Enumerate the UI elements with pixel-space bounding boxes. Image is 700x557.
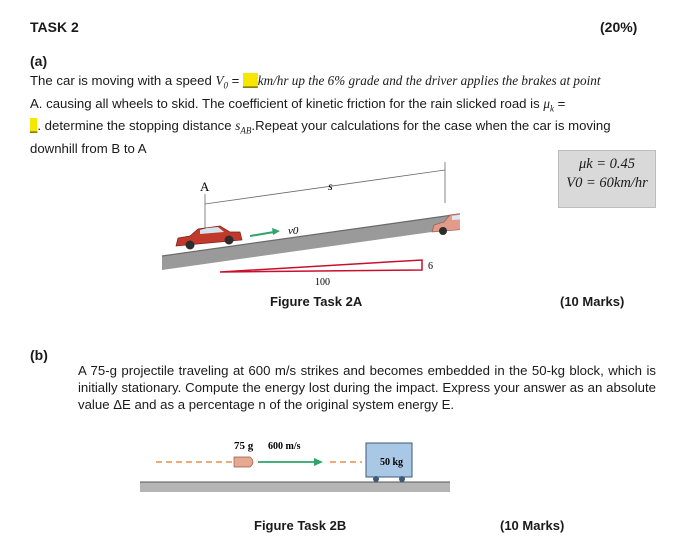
figure-task-2b: 75 g 600 m/s 50 kg <box>140 440 450 492</box>
block <box>365 442 413 478</box>
text-fragment: .Repeat your calculations for the case w… <box>251 118 611 134</box>
part-b-label: (b) <box>30 347 48 363</box>
text-fragment: = <box>553 95 566 111</box>
block-wheel-left <box>373 476 379 482</box>
given-mu: μk = 0.45 <box>578 156 636 172</box>
s-subscript: AB <box>240 125 252 136</box>
projectile-arrowhead <box>314 458 323 466</box>
inclined-road <box>162 214 460 270</box>
figure-2b-caption: Figure Task 2B <box>254 518 347 533</box>
part-a-line-4: downhill from B to A <box>30 140 147 156</box>
part-b-problem-text: A 75-g projectile traveling at 600 m/s s… <box>78 363 656 412</box>
v0-subscript: 0 <box>223 80 229 91</box>
figure-task-2a: A B s v0 100 6 <box>161 162 460 288</box>
projectile-mass-label: 75 g <box>234 440 254 452</box>
speed-blank-highlight: __ <box>243 73 258 88</box>
part-a-label: (a) <box>30 53 48 69</box>
car-at-a <box>175 225 243 250</box>
slope-rise-label: 6 <box>428 261 433 272</box>
s-symbol: s <box>235 118 241 134</box>
given-values-box: μk = 0.45 V0 = 60km/hr <box>558 150 656 208</box>
part-a-problem-text: The car is moving with a speed V0 = __km… <box>30 72 658 157</box>
mu-subscript: k <box>549 103 554 114</box>
projectile-speed-label: 600 m/s <box>268 441 301 452</box>
given-v0: V0 = 60km/hr <box>566 175 648 191</box>
text-fragment: km/hr up the 6% grade and the driver app… <box>257 73 601 88</box>
part-a-line-2: A. causing all wheels to skid. The coeff… <box>30 95 658 118</box>
velocity-arrowhead <box>272 228 280 235</box>
velocity-label: v0 <box>288 225 299 237</box>
text-fragment: A. causing all wheels to skid. The coeff… <box>30 95 544 111</box>
part-a-line-3: _. determine the stopping distance sAB.R… <box>30 117 658 140</box>
text-fragment: The car is moving with a speed <box>30 73 216 88</box>
text-fragment: . determine the stopping distance <box>37 118 236 134</box>
block-mass-label: 50 kg <box>380 457 403 468</box>
projectile <box>233 456 254 468</box>
mu-blank-highlight: _ <box>30 118 38 134</box>
road-surface <box>161 213 460 257</box>
grade-triangle <box>219 259 423 273</box>
part-a-line-1: The car is moving with a speed V0 = __km… <box>30 72 658 95</box>
distance-label: s <box>328 179 333 193</box>
distance-line <box>204 169 446 205</box>
v0-symbol: V <box>215 73 224 88</box>
part-a-marks: (10 Marks) <box>560 294 625 309</box>
point-a-label: A <box>200 179 210 194</box>
mu-symbol: μ <box>543 95 550 111</box>
ground <box>140 482 450 492</box>
slope-run-label: 100 <box>315 277 330 288</box>
part-b-marks: (10 Marks) <box>500 518 565 533</box>
task-marks-total: (20%) <box>600 19 638 35</box>
block-wheel-right <box>399 476 405 482</box>
figure-2a-caption: Figure Task 2A <box>270 294 363 309</box>
car-at-b <box>431 213 460 235</box>
velocity-arrow <box>249 231 275 237</box>
task-title: TASK 2 <box>30 19 79 35</box>
equals-sign: = <box>228 73 244 88</box>
